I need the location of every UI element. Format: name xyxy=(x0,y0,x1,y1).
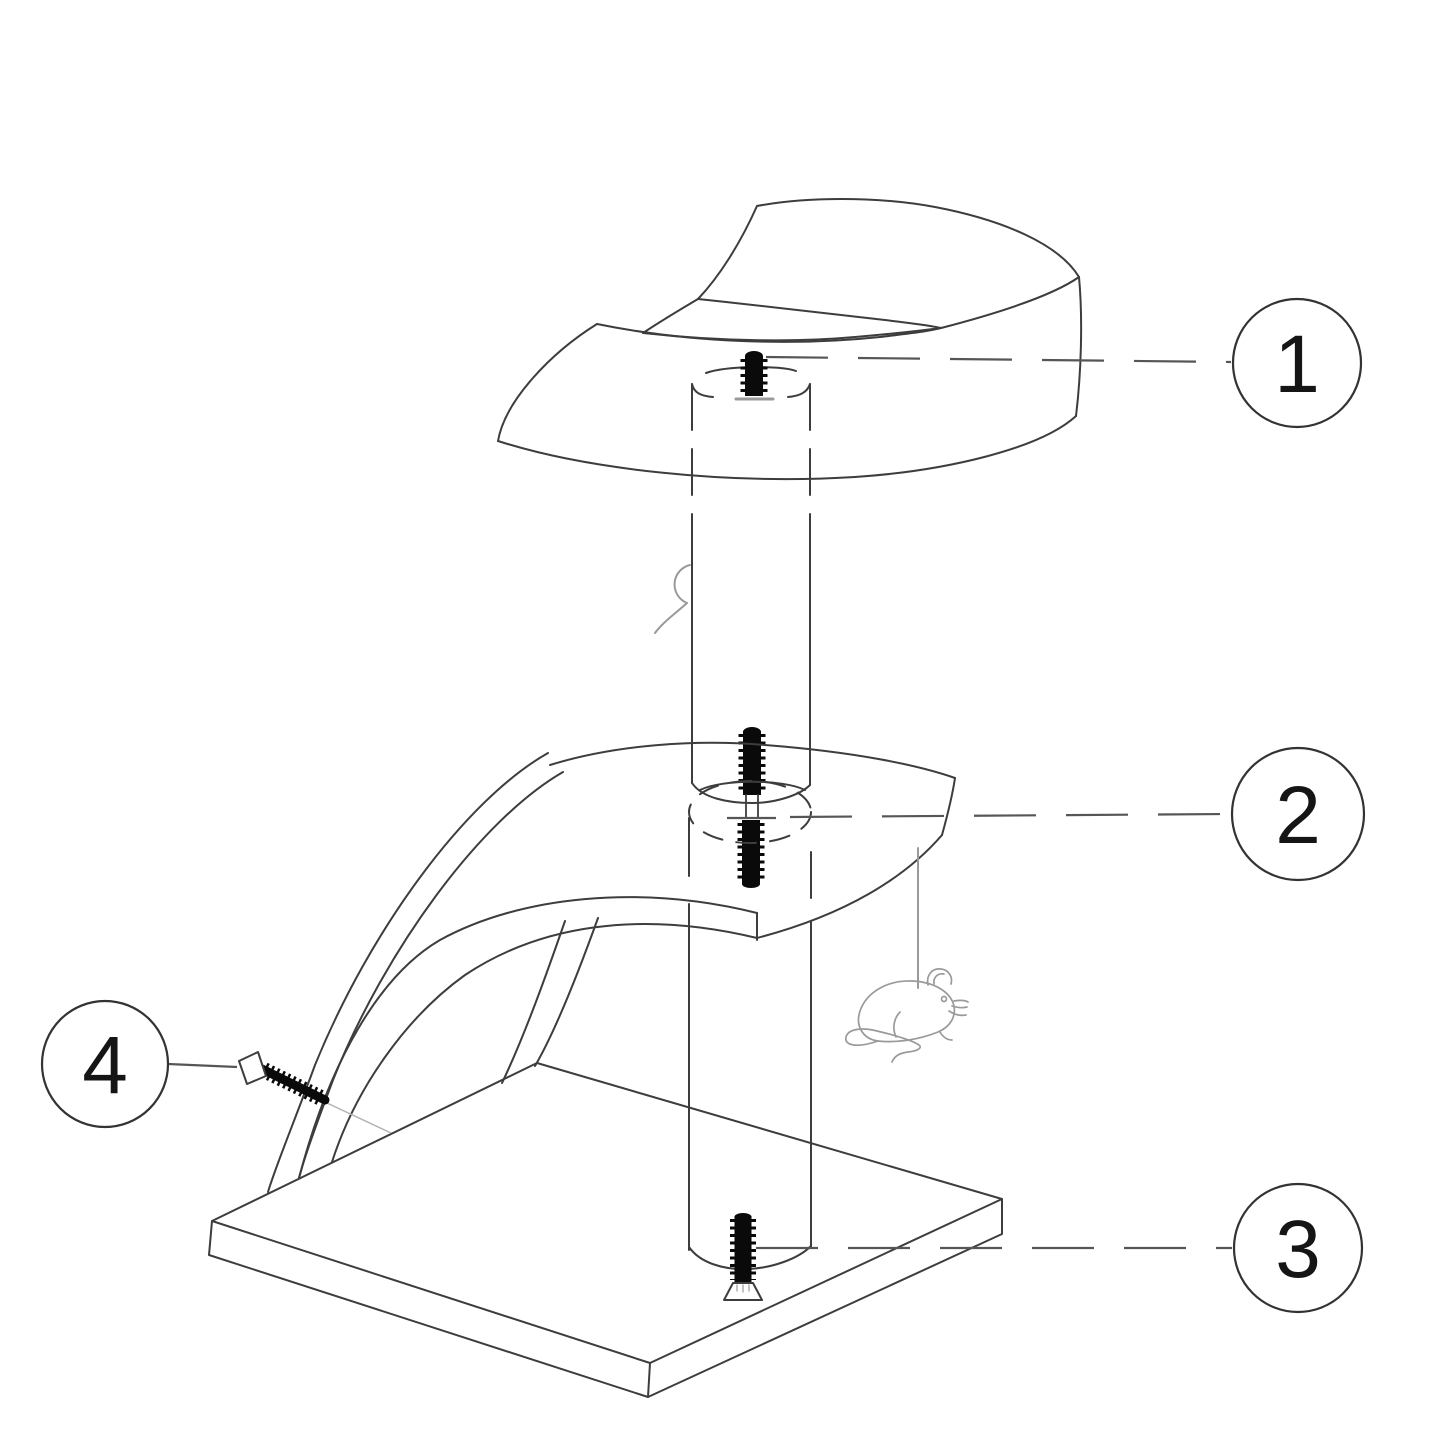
mouse-paw xyxy=(939,1031,953,1041)
callout-label-4: 4 xyxy=(82,1020,128,1111)
mouse-ear-outer xyxy=(926,968,953,986)
part-ramp xyxy=(267,752,599,1193)
leader-line-2 xyxy=(789,812,1231,819)
callout-circle-2 xyxy=(1230,746,1366,882)
ramp-right-edge xyxy=(501,920,566,1084)
bed-hole-right-arc xyxy=(787,383,811,398)
ball-arc xyxy=(673,564,691,604)
mouse-nose xyxy=(953,999,969,1003)
screw4-head xyxy=(238,1051,267,1085)
mouse-whisker xyxy=(948,1010,967,1017)
platform-hidden-hole xyxy=(688,780,812,844)
base-screw-top-cap xyxy=(734,1213,752,1221)
bed-wall-front-edge xyxy=(697,205,758,300)
platform-hole-back-arc xyxy=(699,780,806,791)
callout-label-1: 1 xyxy=(1274,319,1320,410)
mouse-mouth xyxy=(951,1005,968,1009)
callout-2: 2 xyxy=(1230,746,1366,882)
leader-line-4 xyxy=(167,1062,238,1069)
mouse-tail xyxy=(845,1028,922,1063)
screw4-threads xyxy=(260,1062,327,1107)
callout-4: 4 xyxy=(40,999,170,1129)
screw4-pointer-line xyxy=(326,1102,392,1134)
part-middle-platform xyxy=(298,741,956,1179)
bed-back-top-edge xyxy=(756,198,1080,278)
base-top-face xyxy=(211,1062,1003,1364)
screw-stud-icon xyxy=(734,351,775,401)
mouse-body xyxy=(857,980,956,1043)
ball-string xyxy=(654,602,688,634)
platform-bottom-rim xyxy=(756,834,943,939)
mouse-eye xyxy=(940,995,948,1003)
base-front-corner-edge xyxy=(647,1362,651,1398)
callout-label-3: 3 xyxy=(1275,1204,1321,1295)
callout-circle-3 xyxy=(1232,1182,1364,1314)
bed-bottom-edge xyxy=(497,415,1077,481)
platform-back-arc xyxy=(549,741,956,779)
part-base-board xyxy=(208,1062,1003,1398)
connector-bolt-icon xyxy=(737,727,766,888)
bed-wall-seam xyxy=(642,298,699,334)
leader-line-1 xyxy=(765,355,1232,364)
upper-post-bottom-arc xyxy=(691,782,811,804)
part-top-bed xyxy=(497,198,1083,481)
bed-rim-right-junction xyxy=(940,276,1080,329)
platform-underside-edge-to-ramp xyxy=(331,923,758,1163)
base-screw-head-hatch xyxy=(736,1284,750,1293)
countersunk-screw-icon xyxy=(723,1213,763,1301)
bed-hole-left-arc xyxy=(691,383,714,398)
leader-lines xyxy=(167,355,1232,1250)
part-upper-post xyxy=(691,383,811,804)
ball-toy-icon xyxy=(654,564,691,634)
mounting-screw-icon xyxy=(238,1051,392,1134)
ramp-outer-silhouette xyxy=(267,752,549,1193)
callout-3: 3 xyxy=(1232,1182,1364,1314)
platform-right-corner-edge xyxy=(941,777,956,836)
bed-left-edge xyxy=(497,323,598,442)
bed-rim-inner-edge xyxy=(642,327,942,342)
bolt-top-cap xyxy=(743,727,761,737)
mouse-haunch xyxy=(893,1011,901,1038)
mouse-ear-inner xyxy=(933,973,945,985)
bed-floor-edge xyxy=(697,298,942,329)
callout-label-2: 2 xyxy=(1275,770,1321,861)
base-thickness-edges xyxy=(208,1198,1003,1398)
callout-1: 1 xyxy=(1231,297,1363,429)
callout-circle-4 xyxy=(40,999,170,1129)
ramp-right-inner-edge xyxy=(534,917,599,1067)
stud-top-cap xyxy=(745,351,763,361)
ramp-outer-parallel-edge xyxy=(298,771,564,1179)
bed-right-edge xyxy=(1075,276,1083,417)
bolt-bottom-cap xyxy=(742,880,760,888)
callout-circle-1 xyxy=(1231,297,1363,429)
mouse-toy-icon xyxy=(845,847,969,1063)
